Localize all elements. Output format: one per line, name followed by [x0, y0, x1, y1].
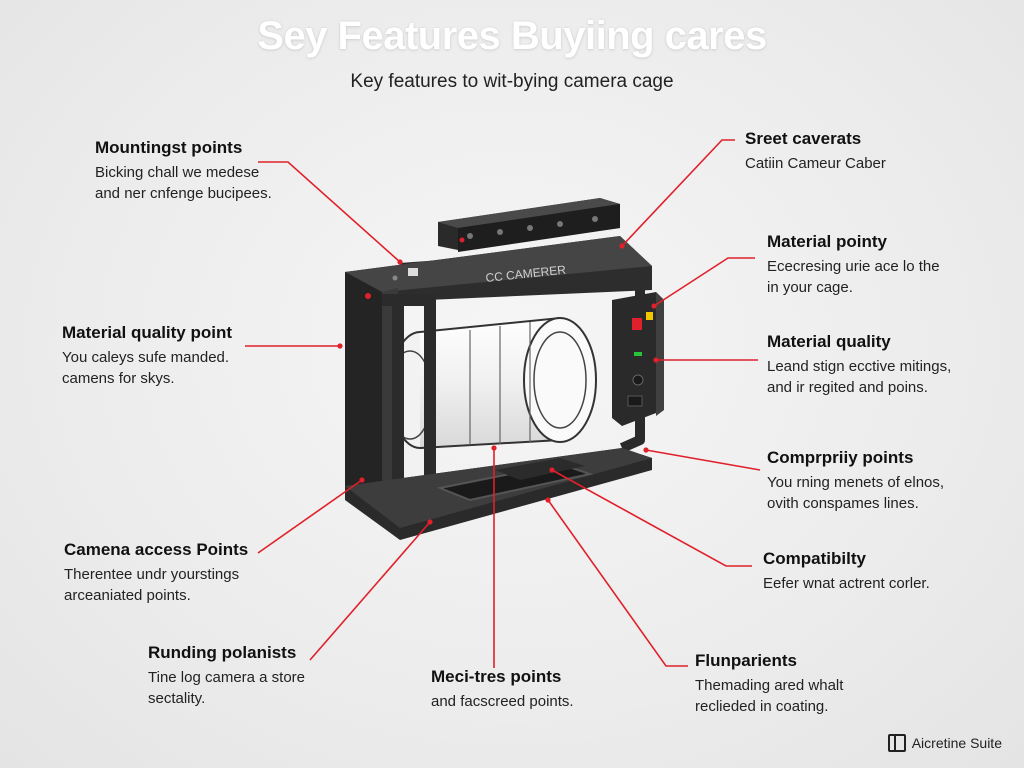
leader-comprily — [645, 449, 761, 471]
callout-material-pointy: Material pointy Ececresing urie ace lo t… — [767, 231, 940, 298]
cage-right-plate — [612, 292, 664, 426]
red-indicator — [632, 318, 642, 330]
callout-description: Leand stign ecctive mitings, — [767, 358, 952, 375]
callout-comprily: Comprpriiy points You rning menets of el… — [767, 447, 944, 514]
green-indicator — [634, 352, 642, 356]
brand-label: Aicretine Suite — [911, 735, 1002, 751]
callout-description: You rning menets of elnos, — [767, 474, 945, 491]
leader-lines — [245, 139, 761, 668]
callout-mounting: Mountingst points Bicking chall we medes… — [95, 137, 272, 204]
callout-heading: Flunparients — [695, 651, 798, 670]
callout-description: camens for skys. — [62, 370, 175, 387]
callout-heading: Material quality point — [62, 323, 233, 342]
callout-description: sectality. — [148, 690, 206, 707]
leader-mounting — [258, 161, 401, 263]
brand-watermark: Aicretine Suite — [887, 734, 1002, 752]
callout-description: Ececresing urie ace lo the — [767, 258, 940, 275]
callout-heading: Meci-tres points — [431, 667, 562, 686]
callout-material-quality: Material quality Leand stign ecctive mit… — [767, 331, 951, 398]
callout-description: and ner cnfenge bucipees. — [95, 185, 272, 202]
callout-meci-tres: Meci-tres points and facscreed points. — [431, 666, 574, 712]
callout-description: and facscreed points. — [431, 693, 574, 710]
callout-description: reclieded in coating. — [695, 698, 829, 715]
leader-runding — [309, 521, 431, 661]
callout-description: Therentee undr yourstings — [64, 566, 240, 583]
callout-heading: Mountingst points — [95, 138, 243, 157]
callout-heading: Camena access Points — [64, 540, 249, 559]
callout-compatibility: Compatibilty Eefer wnat actrent corler. — [763, 548, 930, 594]
leader-sreet — [621, 139, 735, 247]
leader-dots — [337, 243, 659, 525]
callout-description: Eefer wnat actrent corler. — [763, 575, 930, 592]
callout-description: Themading ared whalt — [695, 677, 844, 694]
yellow-indicator — [646, 312, 653, 320]
callout-material-quality-point: Material quality point You caleys sufe m… — [62, 322, 232, 389]
grid-logo-icon — [887, 734, 906, 752]
callout-heading: Runding polanists — [148, 643, 297, 662]
leader-compatibility — [551, 469, 752, 567]
callout-description: You caleys sufe manded. — [62, 349, 230, 366]
callout-flunparients: Flunparients Themading ared whalt reclie… — [695, 650, 843, 717]
callout-sreet: Sreet caverats Catiin Cameur Caber — [745, 128, 886, 174]
callout-heading: Comprpriiy points — [767, 448, 914, 467]
callout-description: ovith conspames lines. — [767, 495, 919, 512]
callout-heading: Material pointy — [767, 232, 887, 251]
page-subtitle: Key features to wit-bying camera cage — [350, 71, 674, 92]
cage-top-rail: CC CAMERER — [345, 236, 652, 302]
leader-flunparients — [547, 499, 688, 667]
callout-runding: Runding polanists Tine log camera a stor… — [148, 642, 305, 709]
page-title: Sey Features Buyiing cares — [257, 14, 767, 58]
callout-description: and ir regited and poins. — [767, 379, 928, 396]
callout-description: arceaniated points. — [64, 587, 191, 604]
callout-heading: Compatibilty — [763, 549, 866, 568]
leader-camena-access — [257, 479, 363, 554]
callout-heading: Material quality — [767, 332, 891, 351]
top-handle — [438, 198, 620, 252]
leader-material-pointy — [653, 257, 755, 307]
camera-lens — [387, 316, 597, 449]
cage-base-plate — [345, 448, 652, 540]
callout-heading: Sreet caverats — [745, 129, 862, 148]
callout-description: Catiin Cameur Caber — [745, 155, 886, 172]
callout-description: Bicking chall we medese — [95, 164, 260, 181]
callout-description: Tine log camera a store — [148, 669, 306, 686]
callout-camena-access: Camena access Points Therentee undr your… — [64, 539, 248, 606]
callout-description: in your cage. — [767, 279, 853, 296]
